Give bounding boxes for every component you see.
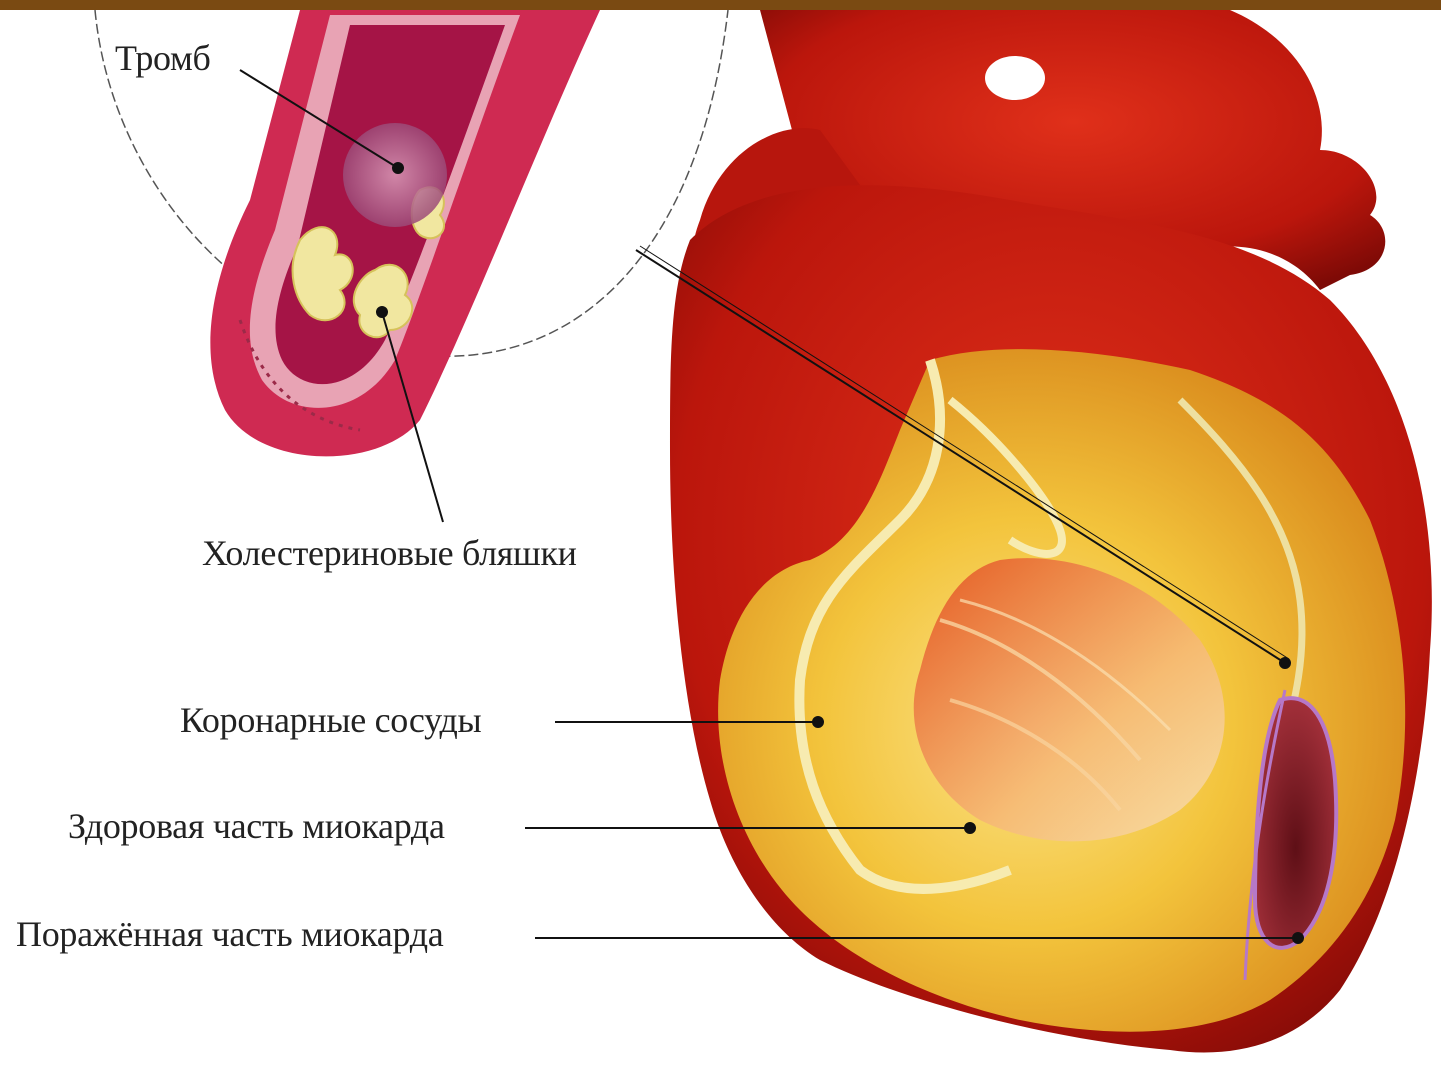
label-cholesterol-plaques: Холестериновые бляшки — [202, 533, 577, 573]
label-healthy-myocardium: Здоровая часть миокарда — [68, 806, 445, 846]
label-coronary-vessels: Коронарные сосуды — [180, 700, 481, 740]
label-affected-myocardium: Поражённая часть миокарда — [16, 914, 443, 954]
thrombus-clot — [343, 123, 447, 227]
heart-body — [670, 10, 1432, 1053]
label-thrombus: Тромб — [115, 38, 211, 78]
vessel-opening — [985, 56, 1045, 100]
